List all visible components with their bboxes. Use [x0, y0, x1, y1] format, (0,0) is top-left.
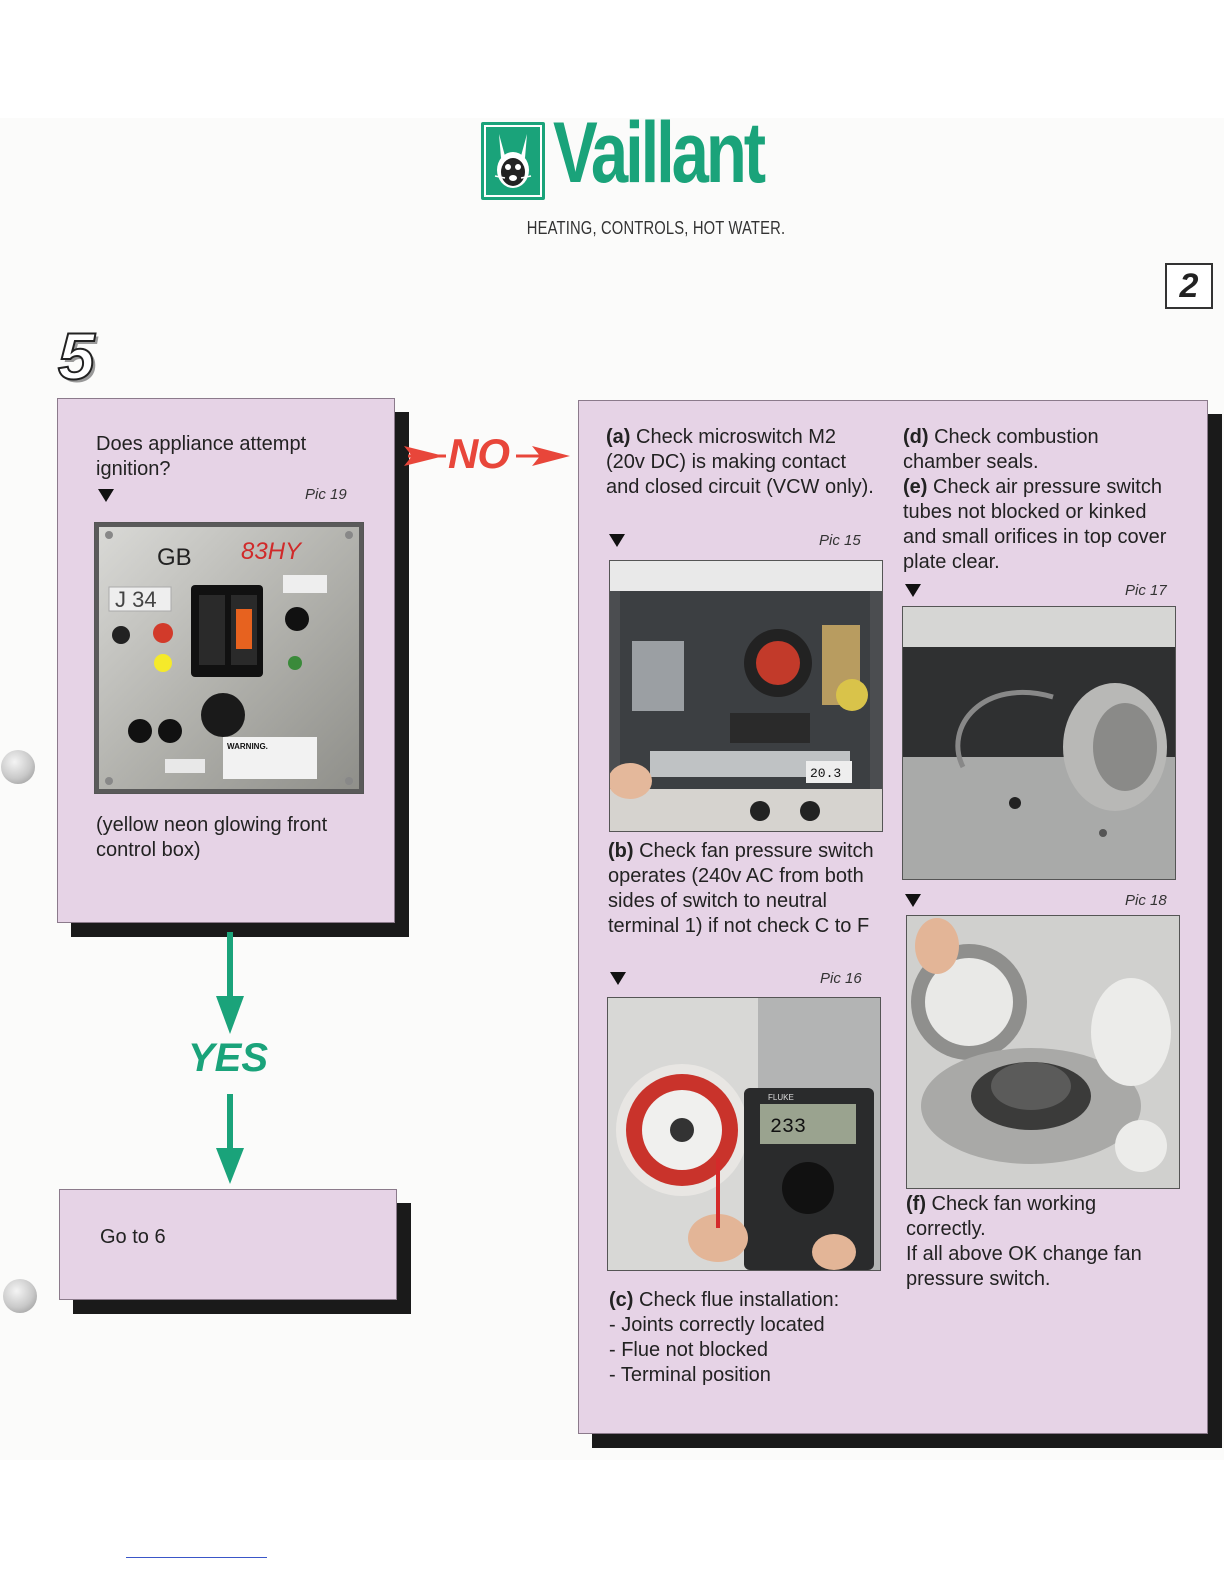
checks-panel: (a) Check microswitch M2 (20v DC) is mak…: [578, 400, 1208, 1434]
flue-check-item: - Terminal position: [609, 1364, 771, 1386]
page-number: 2: [1165, 263, 1213, 309]
photo-readout-b: 233: [770, 1116, 806, 1139]
photo-gb-text: GB: [157, 544, 192, 571]
question-panel: Does appliance attempt ignition? Pic 19: [57, 398, 395, 923]
down-arrow-icon: [216, 1094, 244, 1184]
pic-caption: Pic 16: [820, 970, 862, 987]
flue-check-item: - Flue not blocked: [609, 1339, 768, 1361]
pic-caption: Pic 17: [1125, 582, 1167, 599]
control-box-photo: GB 83HY J 34 WARNING.: [94, 522, 364, 794]
no-label: NO: [448, 430, 510, 477]
photo-warning-title: WARNING.: [227, 742, 268, 751]
vaillant-logo: Vaillant: [481, 110, 811, 202]
down-triangle-icon: [609, 534, 625, 547]
photo-readout-a: 20.3: [810, 766, 841, 781]
check-f: (f) Check fan working correctly. If all …: [906, 1193, 1142, 1290]
down-triangle-icon: [905, 894, 921, 907]
down-arrow-icon: [216, 932, 244, 1034]
brand-name: Vaillant: [553, 105, 766, 201]
goto-text: Go to 6: [100, 1226, 166, 1248]
flue-check-item: - Joints correctly located: [609, 1314, 825, 1336]
combustion-chamber-photo: [902, 606, 1176, 880]
down-triangle-icon: [610, 972, 626, 985]
fan-switch-photo: 233 FLUKE: [607, 997, 881, 1271]
goto-panel: Go to 6: [59, 1189, 397, 1300]
fan-assembly-photo: [906, 915, 1180, 1189]
down-triangle-icon: [98, 489, 114, 502]
yes-label: YES: [188, 1036, 269, 1080]
divider-line: [126, 1557, 267, 1558]
boiler-interior-photo: 20.3: [609, 560, 883, 832]
binder-hole: [3, 1279, 37, 1313]
check-a: (a) Check microswitch M2 (20v DC) is mak…: [606, 426, 874, 498]
check-e: (e) Check air pressure switch tubes not …: [903, 476, 1167, 573]
step-number: 5: [57, 318, 96, 394]
no-arrow-icon: [404, 446, 570, 466]
photo-meter-brand: FLUKE: [768, 1093, 794, 1102]
down-triangle-icon: [905, 584, 921, 597]
hare-logo-icon: [481, 122, 545, 200]
pic-caption: Pic 19: [305, 486, 347, 503]
photo-code-text: 83HY: [241, 538, 303, 565]
check-c: (c) Check flue installation: - Joints co…: [609, 1288, 889, 1388]
check-d: (d) Check combustion chamber seals.: [903, 426, 1099, 473]
check-b: (b) Check fan pressure switch operates (…: [608, 840, 874, 937]
pic-caption: Pic 18: [1125, 892, 1167, 909]
photo-j34-text: J 34: [115, 587, 157, 612]
binder-hole: [1, 750, 35, 784]
question-text: Does appliance attempt ignition?: [96, 433, 307, 480]
question-note: (yellow neon glowing front control box): [96, 814, 328, 861]
pic-caption: Pic 15: [819, 532, 861, 549]
brand-tagline: HEATING, CONTROLS, HOT WATER.: [526, 218, 786, 238]
